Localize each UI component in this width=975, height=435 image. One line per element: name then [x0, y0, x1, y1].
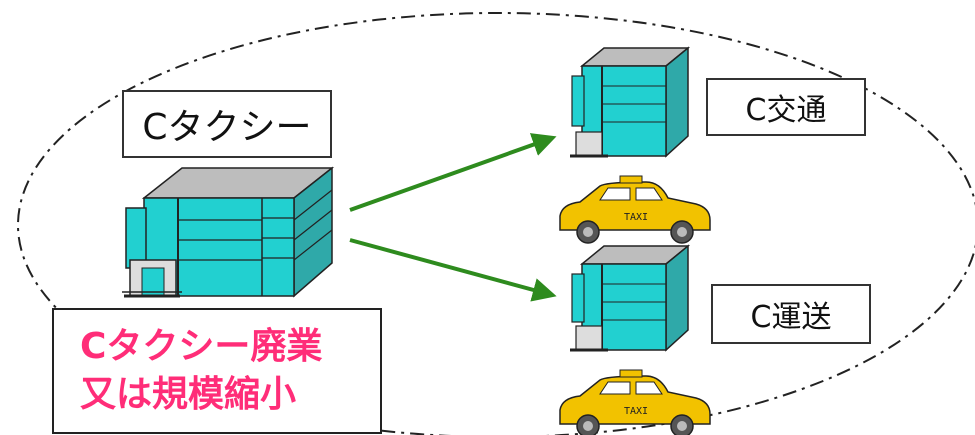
taxi-sign-text: TAXI: [624, 212, 648, 223]
taxi-icon: TAXI: [559, 369, 711, 435]
subsidiary-label-text: C運送: [750, 300, 832, 335]
arrow-to-c-unso: [349, 238, 557, 302]
arrow-to-c-kotsu: [349, 133, 557, 212]
closure-note-line-2: 又は規模縮小: [80, 374, 297, 415]
closure-note-box: Cタクシー廃業 又は規模縮小: [52, 308, 382, 434]
group-boundary-ellipse: [17, 12, 975, 435]
subsidiary-label-text: C交通: [745, 93, 827, 128]
main-company-label: Cタクシー: [122, 90, 332, 158]
taxi-sign-text: TAXI: [624, 406, 648, 417]
closure-note-line-1: Cタクシー廃業: [80, 326, 323, 367]
main-company-label-text: Cタクシー: [142, 107, 312, 148]
c-kotsu-building-icon: [570, 46, 691, 158]
main-company-building-icon: [122, 166, 335, 298]
taxi-icon: TAXI: [559, 175, 711, 244]
subsidiary-label-c-unso: C運送: [711, 284, 871, 344]
subsidiary-label-c-kotsu: C交通: [706, 78, 866, 136]
c-unso-building-icon: [570, 244, 691, 352]
